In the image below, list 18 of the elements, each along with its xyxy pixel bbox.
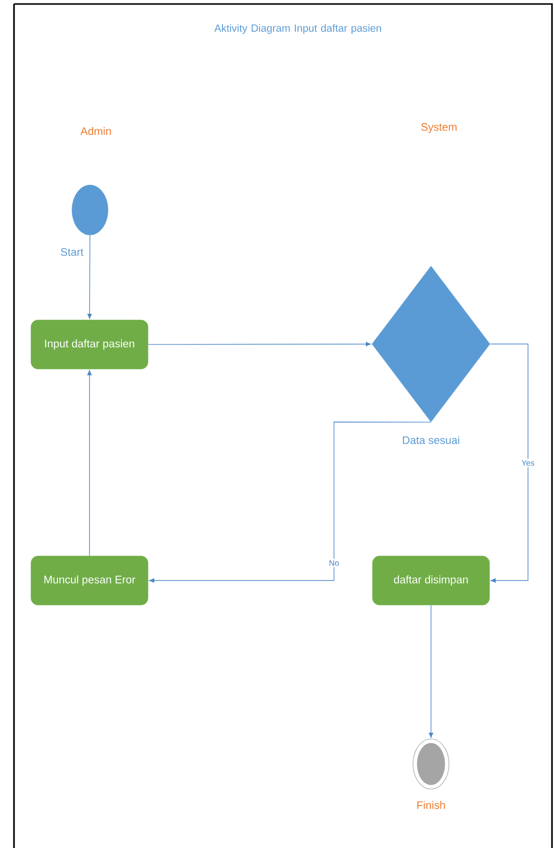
- lane-label: System: [421, 123, 457, 133]
- arrow: [148, 342, 371, 346]
- arrow: [149, 422, 432, 583]
- node-caption: Finish: [417, 800, 445, 810]
- node-caption: Start: [60, 248, 84, 256]
- arrow: [87, 234, 92, 319]
- end-circle: [412, 738, 450, 790]
- node-caption: Data sesuai: [402, 436, 460, 444]
- start-circle: [72, 184, 108, 236]
- arrow: [490, 344, 528, 583]
- decision-diamond: [372, 266, 490, 422]
- lane-label: Admin: [80, 127, 111, 136]
- action-box: daftar disimpan: [372, 556, 490, 606]
- arrow: [87, 370, 92, 556]
- title: Aktivity Diagram Input daftar pasien: [214, 24, 382, 34]
- arrow: [428, 604, 434, 738]
- action-box: Input daftar pasien: [30, 320, 148, 370]
- action-box: Muncul pesan Eror: [30, 556, 148, 606]
